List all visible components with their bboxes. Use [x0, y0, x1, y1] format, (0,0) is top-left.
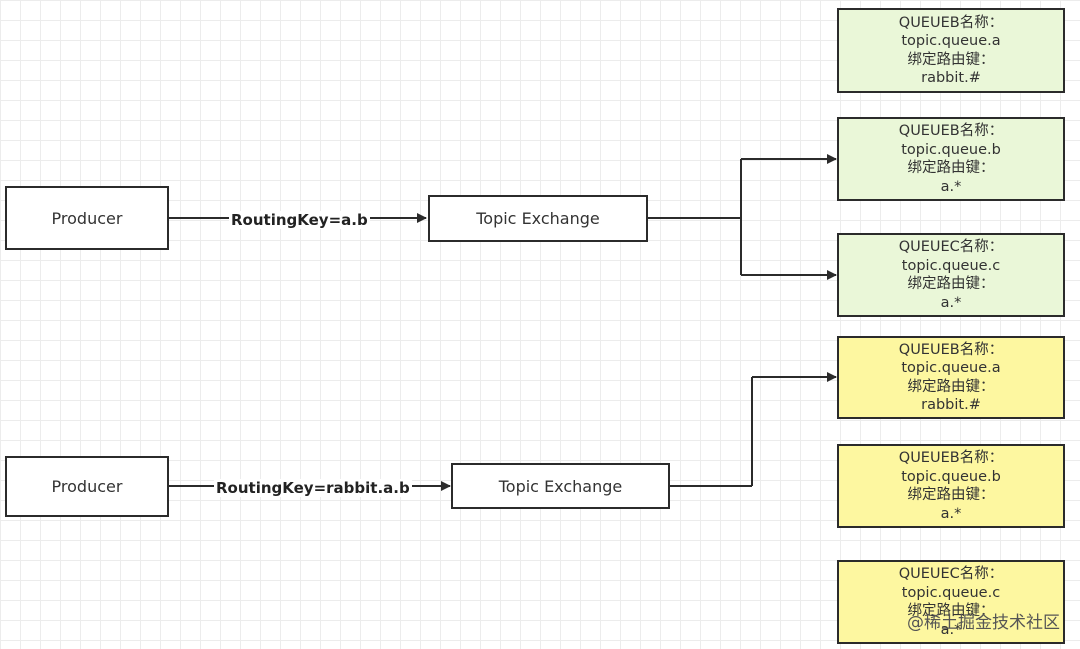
queue-id: topic.queue.c	[901, 584, 1001, 601]
top-queue-a: QUEUEB名称： topic.queue.a 绑定路由键： rabbit.#	[837, 8, 1065, 93]
queue-name: QUEUEC名称：	[898, 566, 1004, 582]
binding-key: rabbit.#	[921, 397, 981, 413]
queue-id: topic.queue.b	[901, 468, 1001, 485]
bottom-producer-box: Producer	[5, 456, 169, 517]
bottom-queue-b: QUEUEB名称： topic.queue.b 绑定路由键： a.*	[837, 444, 1065, 528]
queue-name: QUEUEB名称：	[898, 123, 1004, 139]
bottom-producer-label: Producer	[51, 477, 123, 496]
binding-key: a.*	[940, 294, 962, 311]
bottom-routing-key-label: RoutingKey=rabbit.a.b	[214, 479, 412, 497]
binding-key: rabbit.#	[921, 70, 981, 86]
binding-key: a.*	[940, 621, 962, 638]
watermark: @稀土掘金技术社区	[907, 613, 1060, 633]
bottom-exchange-label: Topic Exchange	[498, 476, 623, 496]
top-exchange-label: Topic Exchange	[476, 209, 600, 228]
binding-key: a.*	[940, 178, 962, 195]
queue-name: QUEUEB名称：	[898, 450, 1004, 466]
queue-id: topic.queue.a	[901, 33, 1001, 49]
binding-label: 绑定路由键：	[907, 603, 995, 619]
bottom-exchange-box: Topic Exchange	[451, 463, 670, 509]
binding-label: 绑定路由键：	[907, 378, 995, 395]
top-queue-c: QUEUEC名称： topic.queue.c 绑定路由键： a.*	[837, 233, 1065, 317]
queue-id: topic.queue.c	[901, 257, 1001, 274]
queue-name: QUEUEC名称：	[898, 239, 1004, 255]
binding-key: a.*	[940, 505, 962, 522]
bottom-queue-a: QUEUEB名称： topic.queue.a 绑定路由键： rabbit.#	[837, 336, 1065, 419]
top-exchange-box: Topic Exchange	[428, 195, 648, 242]
queue-name: QUEUEB名称：	[898, 14, 1004, 31]
binding-label: 绑定路由键：	[907, 487, 995, 503]
top-producer-label: Producer	[51, 208, 123, 228]
top-routing-key-label: RoutingKey=a.b	[229, 211, 370, 229]
bottom-queue-c: QUEUEC名称： topic.queue.c 绑定路由键： a.*	[837, 560, 1065, 644]
binding-label: 绑定路由键：	[907, 276, 995, 292]
top-queue-b: QUEUEB名称： topic.queue.b 绑定路由键： a.*	[837, 117, 1065, 201]
binding-label: 绑定路由键：	[907, 160, 995, 176]
queue-name: QUEUEB名称：	[898, 341, 1004, 358]
top-producer-box: Producer	[5, 186, 169, 250]
queue-id: topic.queue.b	[901, 141, 1001, 158]
queue-id: topic.queue.a	[901, 360, 1001, 376]
binding-label: 绑定路由键：	[907, 51, 995, 68]
